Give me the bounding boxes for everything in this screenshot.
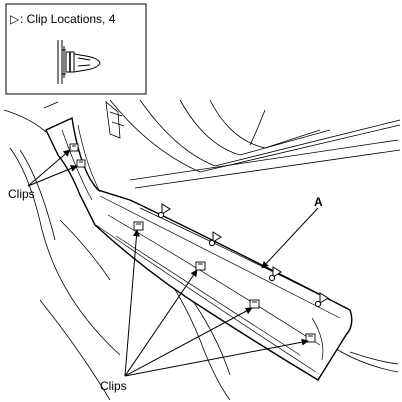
legend-box: ▷ : Clip Locations, 4 <box>5 3 147 95</box>
leader-lines <box>27 149 319 377</box>
clip-triangle-3 <box>268 266 282 282</box>
vehicle-body-outline <box>3 99 401 401</box>
clip-triangle-1 <box>157 203 171 219</box>
label-clips-top: Clips <box>8 187 35 201</box>
clip-square-3 <box>133 221 144 231</box>
label-part-a: A <box>314 195 323 209</box>
clip-square-5 <box>249 299 260 309</box>
clip-markers-triangle <box>157 203 329 308</box>
legend-symbol: ▷ <box>10 12 20 26</box>
clip-square-6 <box>305 333 316 343</box>
label-clips-bottom: Clips <box>100 379 127 393</box>
clip-square-4 <box>195 261 206 271</box>
clip-square-2 <box>76 159 86 168</box>
clip-square-1 <box>69 143 79 152</box>
legend-text: : Clip Locations, 4 <box>20 12 116 26</box>
trim-panel-a <box>45 116 353 381</box>
trim-panel-details <box>61 124 341 373</box>
clip-triangle-4 <box>314 292 329 308</box>
clip-markers-square <box>69 143 316 343</box>
clip-triangle-2 <box>208 231 222 247</box>
clip-detail-icon <box>57 40 101 84</box>
